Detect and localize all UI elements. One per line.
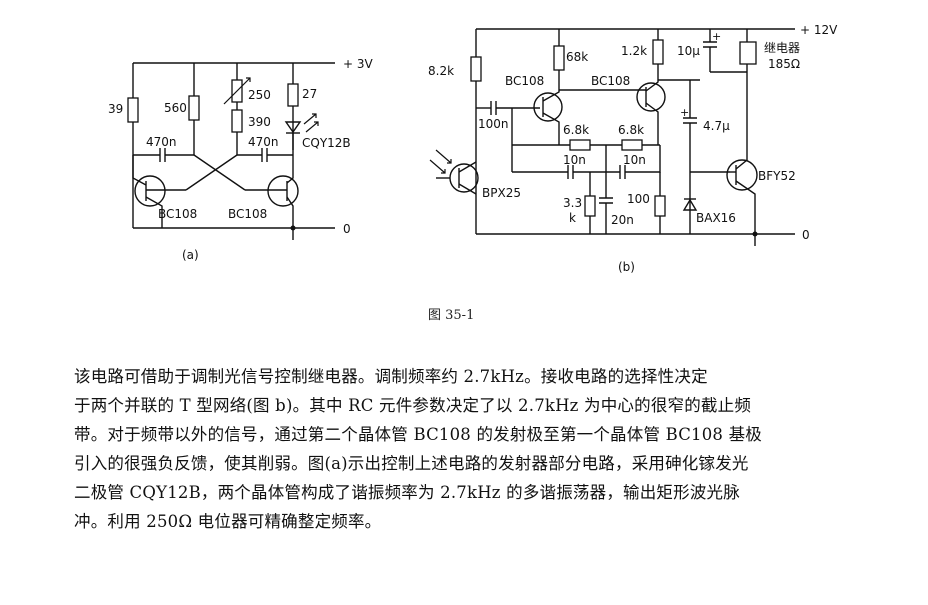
label-r6-8k-a: 6.8k [563,123,589,137]
transistor-bc108-second [559,79,700,145]
resistor-39 [127,97,139,123]
circuit-b: + [428,23,838,274]
label-ground-a: 0 [343,222,351,236]
paragraph-line: 冲。利用 250Ω 电位器可精确整定频率。 [74,512,382,531]
description-text: 该电路可借助于调制光信号控制继电器。调制频率约 2.7kHz。接收电路的选择性决… [74,362,894,536]
capacitor-20n [599,145,613,234]
paragraph-line: 引入的很强负反馈，使其削弱。图(a)示出控制上述电路的发射器部分电路，采用砷化镓… [74,454,749,473]
paragraph-line: 二极管 CQY12B，两个晶体管构成了谐振频率为 2.7kHz 的多谐振荡器，输… [74,483,740,502]
label-diode: BAX16 [696,211,736,225]
resistor-8-2k [470,56,482,82]
panel-label-a: (a) [182,248,199,262]
label-r3-3-unit: k [569,211,576,225]
label-c10n-a: 10n [563,153,586,167]
transistor-bc108-left [132,155,186,228]
resistor-6-8k-a [569,139,591,151]
label-relay: 继电器 [764,41,800,55]
led-icon [284,121,302,134]
svg-text:+: + [680,106,689,119]
capacitor-10n-a [567,165,574,179]
label-r560: 560 [164,101,187,115]
resistor-3-3k [584,195,596,217]
label-r3-3: 3.3 [563,196,582,210]
capacitor-470n-left [159,148,166,162]
label-transistor-left: BC108 [158,207,197,221]
label-relay-value: 185Ω [768,57,800,71]
label-c20n: 20n [611,213,634,227]
label-bpx25: BPX25 [482,186,521,200]
resistor-1-2k [652,39,664,65]
phototransistor-bpx25 [429,149,479,195]
resistor-6-8k-b [621,139,643,151]
resistor-68k [553,45,565,71]
capacitor-10n-b [619,165,626,179]
circuit-figure: 39 560 250 390 27 CQY12B 470n 470n BC108… [108,23,838,323]
transistor-bfy52 [726,150,758,234]
capacitor-10u [703,29,717,72]
label-r39: 39 [108,102,123,116]
label-r390: 390 [248,115,271,129]
label-led: CQY12B [302,136,351,150]
figure-caption: 图 35-1 [428,308,474,323]
label-r68k: 68k [566,50,588,64]
label-cap-left: 470n [146,135,177,149]
label-supply-3v: + 3V [343,57,374,71]
label-cap-100n: 100n [478,117,509,131]
label-supply-12v: + 12V [800,23,838,37]
label-cap-right: 470n [248,135,279,149]
label-cap-10u: 10μ [677,44,700,58]
label-t2: BC108 [591,74,630,88]
label-r27: 27 [302,87,317,101]
resistor-100 [654,195,666,217]
diode-icon [682,198,698,211]
label-r1-2k: 1.2k [621,44,647,58]
transistor-bc108-right [245,133,299,228]
transistor-bc108-first [533,90,563,145]
capacitor-470n-right [261,148,268,162]
label-transistor-right: BC108 [228,207,267,221]
svg-text:+: + [712,30,721,43]
resistor-27 [287,83,299,107]
circuit-a: 39 560 250 390 27 CQY12B 470n 470n BC108… [108,57,374,262]
label-r6-8k-b: 6.8k [618,123,644,137]
paragraph-line: 该电路可借助于调制光信号控制继电器。调制频率约 2.7kHz。接收电路的选择性决… [74,367,708,386]
label-bfy52: BFY52 [758,169,796,183]
capacitor-4-7u [683,80,697,234]
capacitor-100n [490,101,497,115]
resistor-390 [231,109,243,133]
label-r100: 100 [627,192,650,206]
resistor-560 [188,95,200,121]
paragraph-line: 于两个并联的 T 型网络(图 b)。其中 RC 元件参数决定了以 2.7kHz … [74,396,752,415]
label-c10n-b: 10n [623,153,646,167]
label-t1: BC108 [505,74,544,88]
label-r8-2k: 8.2k [428,64,454,78]
panel-label-b: (b) [618,260,635,274]
label-cap-4-7u: 4.7μ [703,119,730,133]
label-pot250: 250 [248,88,271,102]
paragraph-line: 带。对于频带以外的信号，通过第二个晶体管 BC108 的发射极至第一个晶体管 B… [74,425,762,444]
label-ground-b: 0 [802,228,810,242]
relay-coil [739,41,757,65]
